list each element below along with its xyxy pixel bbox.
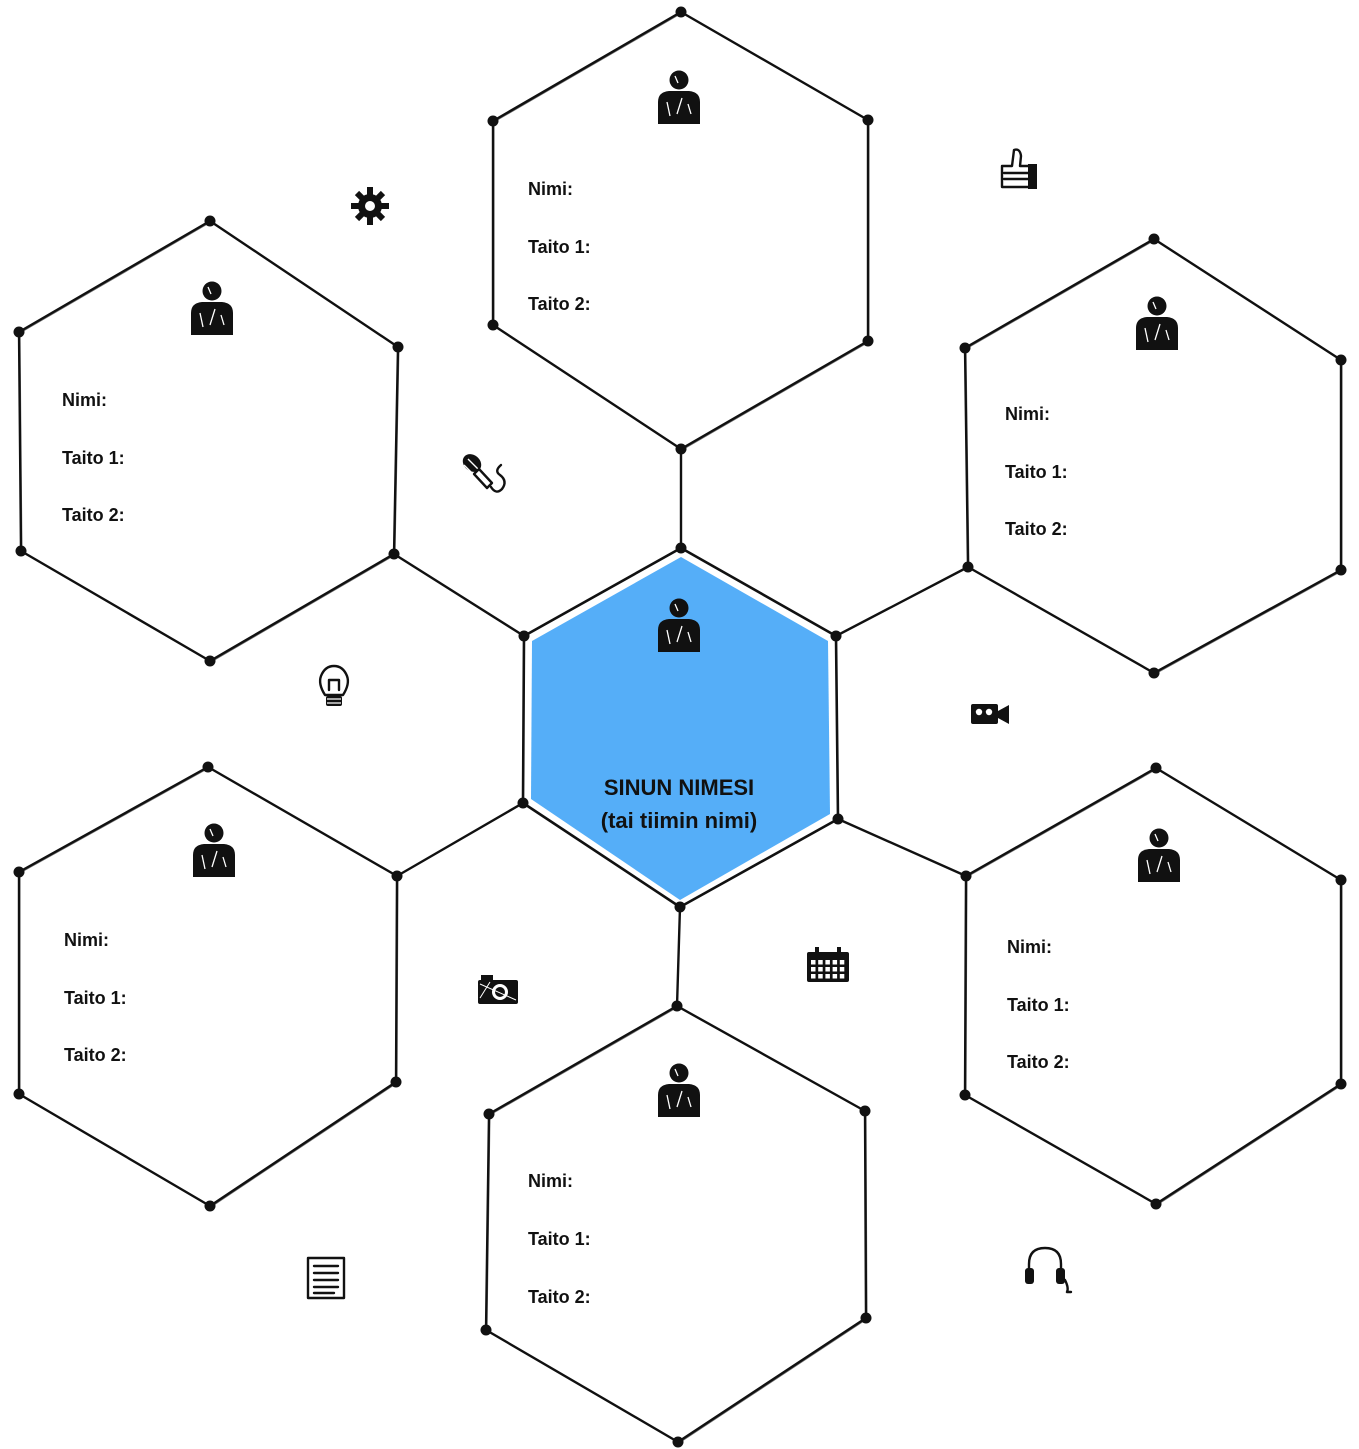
vertex-dot — [1148, 233, 1160, 245]
skill1-label[interactable]: Taito 1: — [528, 1229, 591, 1249]
vertex-dot — [1150, 762, 1162, 774]
connector-line — [675, 905, 682, 1008]
vertex-dot — [959, 1089, 971, 1101]
vertex-dot — [390, 1076, 402, 1088]
connector-line — [395, 801, 525, 878]
vertex-dot — [859, 1105, 871, 1117]
vertex-dot — [518, 630, 530, 642]
hexagon-lower-left — [13, 761, 403, 1212]
person-icon — [657, 69, 701, 125]
vertex-dot — [960, 870, 972, 882]
vertex-dot — [1335, 564, 1347, 576]
vertex-dot — [832, 813, 844, 825]
hexagon-upper-left — [13, 215, 404, 667]
person-icon — [192, 822, 236, 878]
hexagon-lower-right — [959, 762, 1347, 1210]
hexagon-upper-right — [959, 233, 1347, 679]
document-icon — [306, 1256, 346, 1300]
vertex-dot — [391, 870, 403, 882]
vertex-dot — [204, 215, 216, 227]
skill1-label[interactable]: Taito 1: — [62, 448, 125, 468]
vertex-dot — [15, 545, 27, 557]
skill2-label[interactable]: Taito 2: — [1007, 1052, 1070, 1072]
vertex-dot — [13, 326, 25, 338]
thumbs-up-icon — [1000, 148, 1037, 189]
hexagon-bottom — [480, 1000, 872, 1448]
lightbulb-icon — [318, 664, 350, 706]
connector-line — [836, 817, 968, 878]
vertex-dot — [202, 761, 214, 773]
vertex-dot — [204, 655, 216, 667]
vertex-dot — [1150, 1198, 1162, 1210]
hexagon-top — [487, 6, 874, 455]
name-label[interactable]: Nimi: — [528, 179, 573, 199]
vertex-dot — [959, 342, 971, 354]
vertex-dot — [862, 114, 874, 126]
vertex-dot — [1335, 354, 1347, 366]
skill2-label[interactable]: Taito 2: — [1005, 519, 1068, 539]
vertex-dot — [388, 548, 400, 560]
connector-line — [392, 552, 526, 638]
skill1-label[interactable]: Taito 1: — [528, 237, 591, 257]
vertex-dot — [487, 115, 499, 127]
vertex-dot — [674, 901, 686, 913]
person-icon — [657, 1062, 701, 1118]
vertex-dot — [13, 1088, 25, 1100]
vertex-dot — [962, 561, 974, 573]
vertex-dot — [1335, 874, 1347, 886]
person-icon — [1135, 295, 1179, 351]
name-label[interactable]: Nimi: — [1005, 404, 1050, 424]
vertex-dot — [487, 319, 499, 331]
skill1-label[interactable]: Taito 1: — [64, 988, 127, 1008]
camera-icon — [478, 975, 518, 1004]
vertex-dot — [672, 1436, 684, 1448]
vertex-dot — [830, 630, 842, 642]
skill1-label[interactable]: Taito 1: — [1007, 995, 1070, 1015]
person-icon — [1137, 827, 1181, 883]
video-camera-icon — [971, 704, 1009, 724]
skill1-label[interactable]: Taito 1: — [1005, 462, 1068, 482]
center-subtitle: (tai tiimin nimi) — [601, 808, 757, 833]
name-label[interactable]: Nimi: — [64, 930, 109, 950]
vertex-dot — [13, 866, 25, 878]
vertex-dot — [671, 1000, 683, 1012]
vertex-dot — [862, 335, 874, 347]
connector-lines — [392, 447, 970, 1008]
headphones-icon — [1025, 1246, 1073, 1294]
vertex-dot — [517, 797, 529, 809]
name-label[interactable]: Nimi: — [528, 1171, 573, 1191]
vertex-dot — [392, 341, 404, 353]
vertex-dot — [675, 443, 687, 455]
vertex-dot — [483, 1108, 495, 1120]
vertex-dot — [675, 542, 687, 554]
vertex-dot — [204, 1200, 216, 1212]
microphone-icon — [462, 454, 506, 493]
skill2-label[interactable]: Taito 2: — [528, 1287, 591, 1307]
center-title: SINUN NIMESI — [604, 775, 754, 800]
calendar-icon — [807, 947, 849, 982]
name-label[interactable]: Nimi: — [1007, 937, 1052, 957]
vertex-dot — [480, 1324, 492, 1336]
gear-icon — [351, 187, 389, 225]
skill2-label[interactable]: Taito 2: — [64, 1045, 127, 1065]
vertex-dot — [1148, 667, 1160, 679]
skill2-label[interactable]: Taito 2: — [528, 294, 591, 314]
person-icon — [190, 280, 234, 336]
name-label[interactable]: Nimi: — [62, 390, 107, 410]
vertex-dot — [675, 6, 687, 18]
connector-line — [834, 565, 970, 638]
vertex-dot — [1335, 1078, 1347, 1090]
center-hexagon — [517, 542, 844, 913]
skill2-label[interactable]: Taito 2: — [62, 505, 125, 525]
vertex-dot — [860, 1312, 872, 1324]
